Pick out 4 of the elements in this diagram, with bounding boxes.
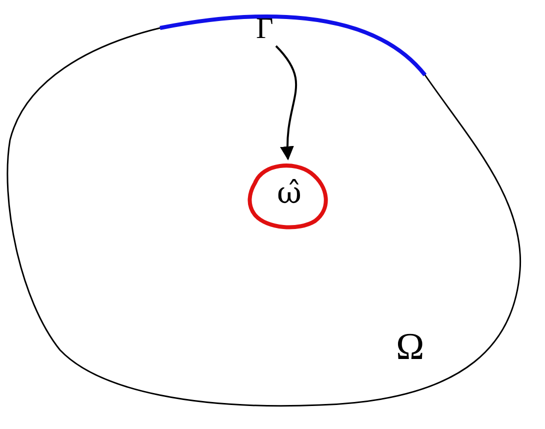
subregion-label: ω̂ — [277, 179, 302, 209]
domain-label: Ω — [396, 328, 424, 366]
boundary-label: Γ — [256, 14, 274, 44]
arrow — [275, 45, 297, 160]
